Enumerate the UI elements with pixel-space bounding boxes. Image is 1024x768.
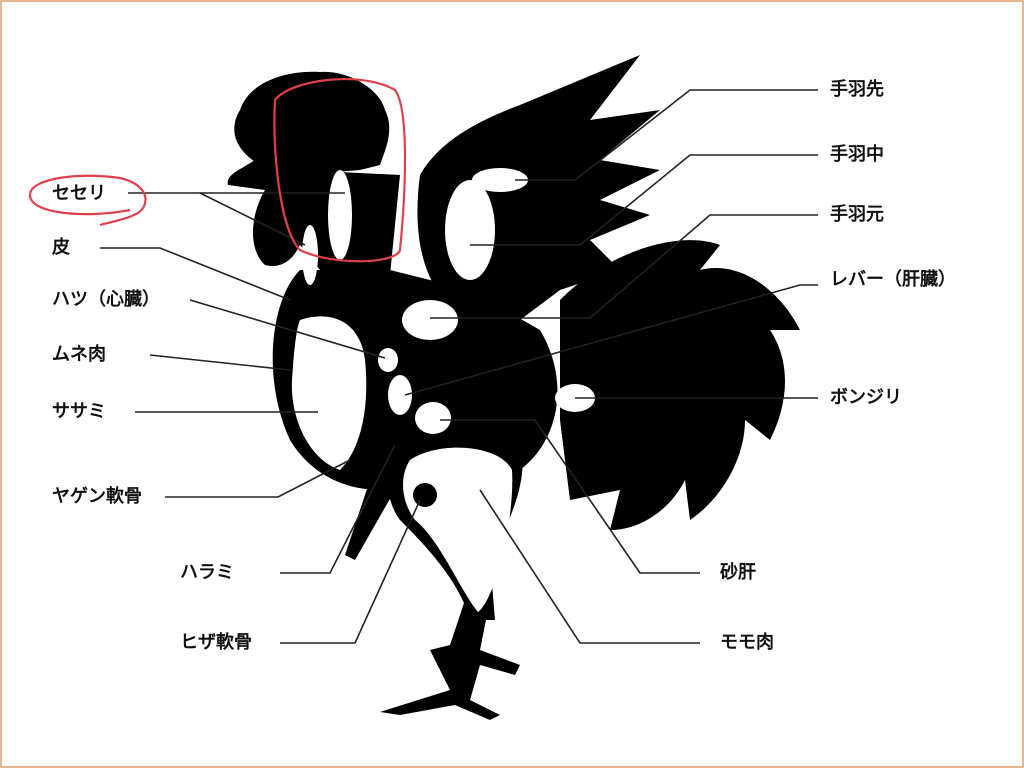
back-leg (345, 480, 395, 560)
label-yagen: ヤゲン軟骨 (52, 486, 142, 507)
head-neck (227, 160, 400, 275)
label-sunagimo: 砂肝 (720, 562, 756, 583)
leg-foot (380, 600, 520, 720)
comb (234, 71, 390, 175)
label-mune: ムネ肉 (52, 344, 106, 365)
label-hiza: ヒザ軟骨 (180, 632, 252, 653)
label-seseri: セセリ (52, 183, 106, 204)
leader-lines (100, 89, 818, 644)
label-reba: レバー（肝臓） (830, 269, 956, 290)
label-tebamoto: 手羽元 (830, 204, 884, 225)
seseri-circle (28, 174, 147, 227)
label-tebasaki: 手羽先 (830, 79, 884, 100)
label-harami: ハラミ (180, 562, 234, 583)
label-momo: モモ肉 (720, 632, 774, 653)
label-sasami: ササミ (52, 401, 106, 422)
label-kawa: 皮 (52, 237, 70, 258)
tail (560, 240, 800, 530)
red-annotations (28, 78, 407, 263)
neck-circle (273, 78, 407, 263)
label-tebanaka: 手羽中 (830, 144, 884, 165)
label-hatsu: ハツ（心臓） (52, 289, 160, 310)
hiza-circle (411, 481, 439, 509)
label-bonjiri: ボンジリ (830, 387, 902, 408)
